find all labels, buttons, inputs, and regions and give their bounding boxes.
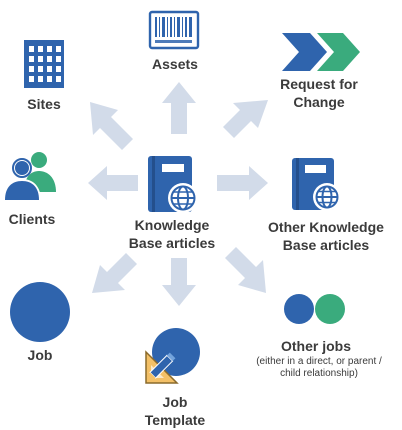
arrow-to-job — [92, 253, 137, 293]
arrow-to-rfc — [223, 100, 268, 138]
arrow-to-sites — [90, 102, 133, 150]
people-icon — [3, 152, 56, 201]
center-book-globe-icon — [148, 156, 198, 213]
two-circles-icon — [284, 294, 345, 324]
center-label-line2: Base articles — [128, 235, 216, 251]
arrow-to-job-template — [162, 258, 196, 306]
job-template-label-line2: Template — [144, 412, 206, 428]
template-icon — [145, 328, 200, 384]
clients-label: Clients — [8, 211, 56, 227]
other-kb-book-globe-icon — [292, 158, 341, 211]
job-template-label-line1: Job — [162, 394, 188, 410]
rfc-label-line1: Request for — [280, 76, 358, 92]
job-label: Job — [27, 347, 53, 363]
assets-label: Assets — [152, 56, 198, 72]
other-kb-label-line2: Base articles — [282, 237, 370, 253]
arrow-to-other-jobs — [225, 247, 266, 293]
arrow-to-other-kb — [217, 166, 268, 200]
arrow-to-clients — [88, 166, 138, 200]
barcode-icon — [148, 10, 200, 50]
center-label-line1: Knowledge — [134, 217, 210, 233]
sites-label: Sites — [27, 96, 61, 112]
other-jobs-label: Other jobs — [280, 338, 351, 354]
other-jobs-note-line2: child relationship) — [280, 368, 358, 379]
arrow-to-assets — [162, 82, 196, 134]
other-jobs-note-line1: (either in a direct, or parent / — [256, 356, 382, 367]
rfc-label-line2: Change — [293, 94, 345, 110]
other-kb-label-line1: Other Knowledge — [268, 219, 384, 235]
job-circle-icon — [10, 282, 70, 342]
building-icon — [24, 40, 64, 88]
chevron-arrows-icon — [282, 33, 360, 71]
